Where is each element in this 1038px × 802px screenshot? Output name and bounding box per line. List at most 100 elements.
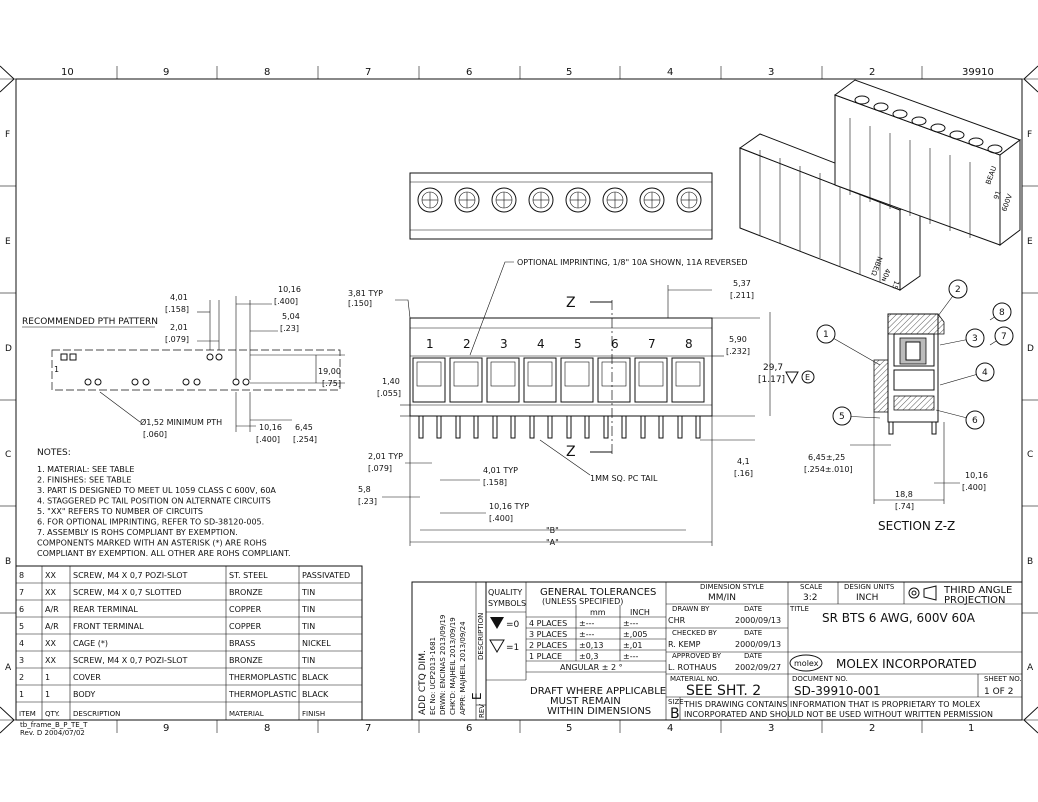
section-mark-bottom: Z [566, 444, 576, 460]
bom-cell: BLACK [302, 690, 329, 699]
circuit-number: 4 [537, 337, 545, 351]
pth-hole [206, 353, 214, 361]
note-line: 2. FINISHES: SEE TABLE [37, 476, 131, 485]
approved-by: L. ROTHAUS [668, 663, 717, 672]
molex-logo: molex [794, 659, 819, 668]
note-line: 6. FOR OPTIONAL IMPRINTING, REFER TO SD-… [37, 518, 264, 527]
format-name: tb_frame_B_P_TE_T [20, 721, 88, 729]
bom-cell: XX [45, 656, 56, 665]
quality-symbols-2: SYMBOLS [488, 599, 526, 608]
pc-tail [658, 415, 664, 439]
dim-10-16-typ: 10,16 TYP [489, 502, 529, 511]
tol-places: 1 PLACE [529, 652, 562, 661]
dim-254: [.254] [293, 435, 317, 444]
ctq-mark-e: E [805, 373, 810, 382]
approved-date-label: DATE [744, 652, 762, 660]
top-view [409, 172, 713, 240]
dim-158-b: [.158] [483, 478, 507, 487]
iso-mark-15: 15 [890, 279, 901, 290]
bom-cell: CAGE (*) [73, 639, 108, 648]
front-cell [671, 357, 705, 403]
projection-2: PROJECTION [944, 595, 1006, 606]
pth-pattern-view: RECOMMENDED PTH PATTERN 1 4,01 [.158] 2,… [22, 285, 345, 444]
drawn-date-label: DATE [744, 605, 762, 613]
unless-specified: (UNLESS SPECIFIED) [542, 597, 623, 606]
balloon [948, 279, 968, 299]
title-block: QUALITY SYMBOLS =0 =1 GENERAL TOLERANCES… [485, 581, 1023, 722]
dim-2-01: 2,01 [170, 323, 188, 332]
front-pc-tails [418, 415, 701, 439]
note-line: 3. PART IS DESIGNED TO MEET UL 1059 CLAS… [37, 486, 276, 495]
pc-tail [621, 415, 627, 439]
front-cell-opening [490, 361, 516, 387]
dim-400-b: [.400] [256, 435, 280, 444]
front-cell-opening [564, 361, 590, 387]
bom-cell: 5 [19, 622, 24, 631]
pth-hole [215, 353, 223, 361]
dim-4-1: 4,1 [737, 457, 750, 466]
pth-pattern-title: RECOMMENDED PTH PATTERN [22, 317, 158, 327]
bom-cell: 3 [19, 656, 24, 665]
bom-cell: TIN [301, 622, 315, 631]
material-no: SEE SHT. 2 [686, 683, 761, 699]
pth-holes [84, 353, 250, 386]
col-label-10: 10 [61, 67, 74, 78]
top-screw-head [454, 187, 480, 213]
row-label-d: D [5, 344, 12, 354]
balloon [965, 410, 985, 430]
front-cell [634, 357, 668, 403]
quality-symbols-1: QUALITY [488, 588, 522, 597]
format-footer: tb_frame_B_P_TE_T Rev. D 2004/07/02 [20, 721, 88, 737]
balloon-number: 3 [972, 334, 978, 344]
note-line: 5. "XX" REFERS TO NUMBER OF CIRCUITS [37, 507, 203, 516]
note-line: COMPONENTS MARKED WITH AN ASTERISK (*) A… [37, 539, 267, 548]
note-line: 7. ASSEMBLY IS ROHS COMPLIANT BY EXEMPTI… [37, 528, 238, 537]
pc-tail [677, 415, 683, 439]
bom-cell: SCREW, M4 X 0,7 POZI-SLOT [73, 571, 187, 580]
iso-screw-hole [949, 130, 965, 140]
dim-400-top: [.400] [274, 297, 298, 306]
circuit-number: 8 [685, 337, 693, 351]
col-label-3: 3 [768, 67, 774, 78]
dim-4-01-typ: 4,01 TYP [483, 466, 518, 475]
dim-6-45-25: 6,45±,25 [808, 453, 845, 462]
note-line: COMPLIANT BY EXEMPTION. ALL OTHER ARE RO… [37, 549, 291, 558]
rev-label: REV [478, 704, 486, 718]
bom-cell: COPPER [229, 622, 262, 631]
top-screws [417, 187, 702, 213]
dim-5-90: 5,90 [729, 335, 747, 344]
balloon-number: 5 [839, 412, 845, 422]
bom-cell: XX [45, 588, 56, 597]
bom-cell: THERMOPLASTIC [228, 673, 297, 682]
front-cell-opening [638, 361, 664, 387]
bom-cell: SCREW, M4 X 0,7 SLOTTED [73, 588, 182, 597]
row-label-f: F [5, 130, 10, 140]
tol-mm: ±--- [579, 619, 594, 628]
pc-tail [492, 415, 498, 439]
iso-screw-hole [892, 109, 908, 119]
col-label-1-bottom: 1 [968, 723, 974, 734]
revision-line: ADD CTQ DIM. [418, 650, 428, 715]
document-no: SD-39910-001 [794, 684, 881, 698]
row-label-e: E [5, 237, 11, 247]
row-label-c-right: C [1027, 450, 1033, 460]
dim-style: MM/IN [708, 593, 736, 603]
dim-079: [.079] [165, 335, 189, 344]
bom-header: DESCRIPTION [73, 710, 120, 718]
scale-value: 3:2 [803, 593, 817, 603]
pth-pin-one: 1 [54, 365, 59, 374]
col-label-2: 2 [869, 67, 875, 78]
drawn-by-label: DRAWN BY [672, 605, 710, 613]
sheet-corner-id: 39910 [962, 67, 994, 78]
pc-tail [436, 415, 442, 439]
dim-232: [.232] [726, 347, 750, 356]
dim-5-04: 5,04 [282, 312, 300, 321]
qs-1: =0 [506, 620, 520, 630]
circuit-number: 1 [426, 337, 434, 351]
dim-254-010: [.254±.010] [804, 465, 853, 474]
balloon-number: 7 [1001, 332, 1007, 342]
bom-header: QTY. [45, 710, 60, 718]
pc-tail [584, 415, 590, 439]
